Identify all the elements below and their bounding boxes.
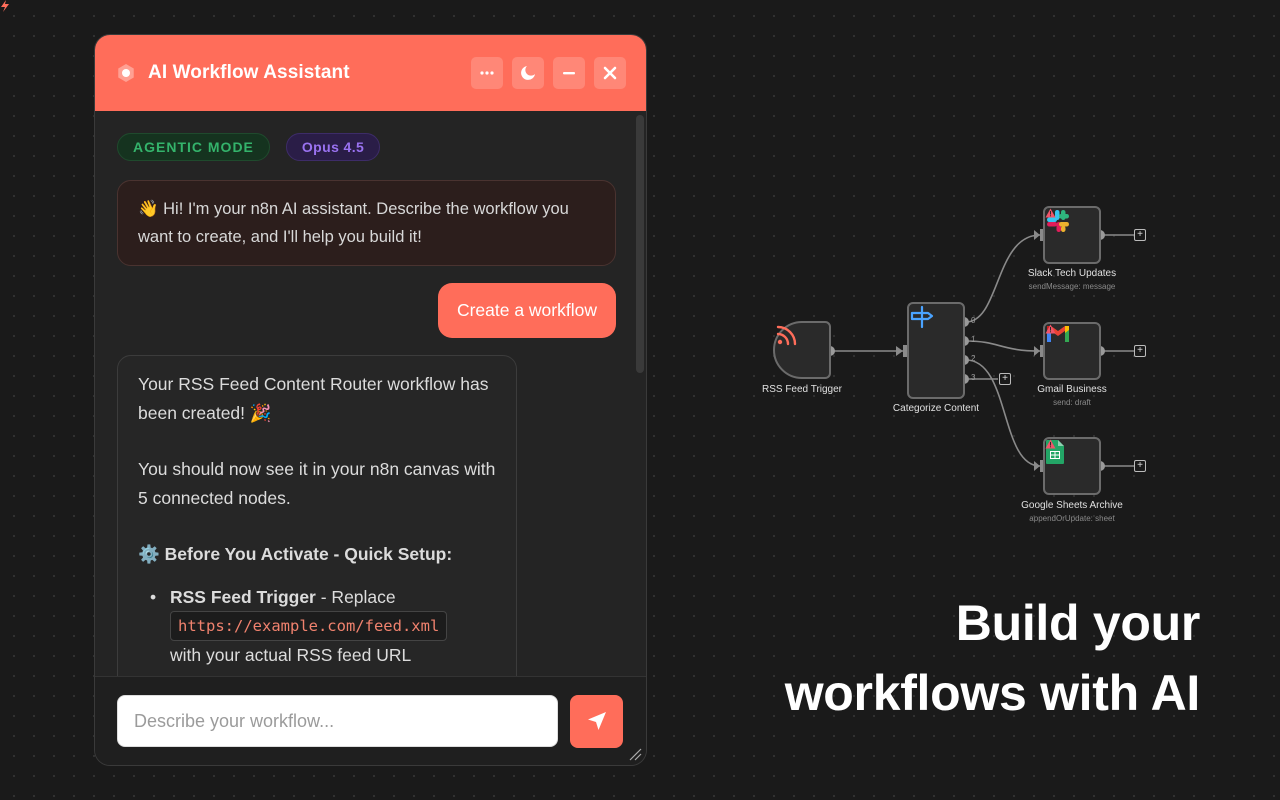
reply-paragraph: You should now see it in your n8n canvas… <box>138 459 496 508</box>
headline-line-1: Build your <box>955 595 1201 651</box>
close-button[interactable] <box>594 57 626 89</box>
node-slack-tech-updates[interactable] <box>1043 206 1101 264</box>
panel-header[interactable]: AI Workflow Assistant <box>95 35 646 111</box>
assistant-greeting-message: 👋 Hi! I'm your n8n AI assistant. Describ… <box>117 180 616 266</box>
setup-list-item: RSS Feed Trigger - Replace https://examp… <box>150 583 496 670</box>
reply-paragraph: Your RSS Feed Content Router workflow ha… <box>138 374 489 423</box>
item-separator: - Replace <box>315 586 396 607</box>
workflow-prompt-input[interactable] <box>117 695 558 747</box>
send-button[interactable] <box>570 694 623 748</box>
add-node-button[interactable]: + <box>1134 229 1146 241</box>
ai-assistant-panel: AI Workflow Assistant AGENTIC MODE Opus … <box>94 34 647 766</box>
node-subtitle: appendOrUpdate: sheet <box>1029 514 1115 523</box>
node-label: Gmail Business <box>1037 384 1107 395</box>
chat-input-bar <box>95 676 646 765</box>
model-badge[interactable]: Opus 4.5 <box>285 133 381 161</box>
minimize-button[interactable] <box>553 57 585 89</box>
agentic-mode-badge: AGENTIC MODE <box>117 133 270 161</box>
item-description: with your actual RSS feed URL <box>170 645 412 665</box>
item-title: RSS Feed Trigger <box>170 586 316 607</box>
output-label: 0 <box>971 316 976 325</box>
warning-icon <box>1045 324 1056 334</box>
node-label: Slack Tech Updates <box>1027 268 1117 279</box>
badges: AGENTIC MODE Opus 4.5 <box>117 133 616 161</box>
close-icon <box>603 66 617 80</box>
warning-icon <box>1045 208 1056 218</box>
code-snippet[interactable]: https://example.com/feed.xml <box>170 611 448 641</box>
ellipsis-icon <box>480 71 494 75</box>
node-categorize-content[interactable] <box>907 302 965 399</box>
node-label: Google Sheets Archive <box>1021 500 1123 511</box>
connection-switch-gmail <box>965 340 1041 352</box>
chat-scrollbar[interactable] <box>636 115 644 373</box>
add-node-button[interactable]: + <box>999 373 1011 385</box>
node-subtitle: sendMessage: message <box>1028 282 1116 291</box>
minimize-icon <box>563 72 575 75</box>
send-icon <box>587 712 606 730</box>
more-button[interactable] <box>471 57 503 89</box>
setup-list: RSS Feed Trigger - Replace https://examp… <box>138 583 496 670</box>
user-message: Create a workflow <box>437 283 616 338</box>
setup-heading: ⚙️ Before You Activate - Quick Setup: <box>138 544 453 564</box>
node-label: Categorize Content <box>892 403 980 414</box>
output-label: 3 <box>971 373 976 382</box>
warning-icon <box>1045 439 1056 449</box>
marketing-headline: Build your workflows with AI <box>784 588 1201 728</box>
node-rss-feed-trigger[interactable] <box>773 321 831 379</box>
theme-toggle-button[interactable] <box>512 57 544 89</box>
trigger-bolt-icon <box>1 0 9 12</box>
moon-icon <box>521 66 535 80</box>
node-google-sheets-archive[interactable] <box>1043 437 1101 495</box>
add-node-button[interactable]: + <box>1134 460 1146 472</box>
node-subtitle: send: draft <box>1053 398 1091 407</box>
panel-title: AI Workflow Assistant <box>148 62 350 83</box>
node-label: RSS Feed Trigger <box>761 384 843 395</box>
resize-handle-icon[interactable] <box>626 745 642 761</box>
add-node-button[interactable]: + <box>1134 345 1146 357</box>
output-label: 2 <box>971 354 976 363</box>
assistant-reply-message: Your RSS Feed Content Router workflow ha… <box>117 355 517 676</box>
node-gmail-business[interactable] <box>1043 322 1101 380</box>
user-message-row: Create a workflow <box>117 283 616 338</box>
rss-icon <box>776 325 797 346</box>
chat-messages[interactable]: AGENTIC MODE Opus 4.5 👋 Hi! I'm your n8n… <box>95 111 646 676</box>
signpost-icon <box>910 305 934 329</box>
assistant-logo-icon <box>117 64 135 82</box>
output-label: 1 <box>971 335 976 344</box>
slack-icon <box>1047 210 1069 232</box>
headline-line-2: workflows with AI <box>784 665 1201 721</box>
